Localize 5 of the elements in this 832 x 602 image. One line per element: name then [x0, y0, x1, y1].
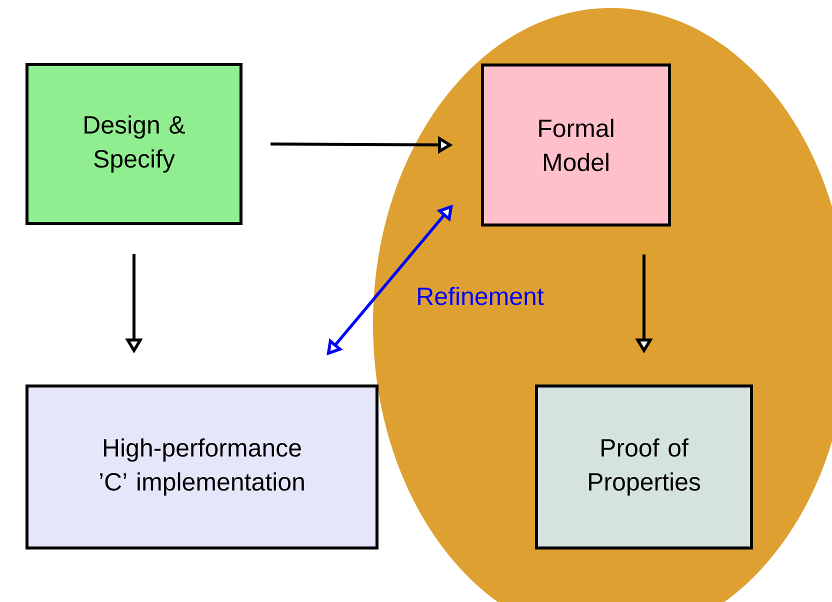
process-box: Proof of Properties	[535, 384, 753, 550]
process-box: Design & Specify	[26, 63, 242, 225]
edge-label: Refinement	[415, 286, 545, 306]
process-box: High-performance ’C’ implementation	[26, 384, 378, 550]
process-box: Formal Model	[481, 64, 671, 226]
